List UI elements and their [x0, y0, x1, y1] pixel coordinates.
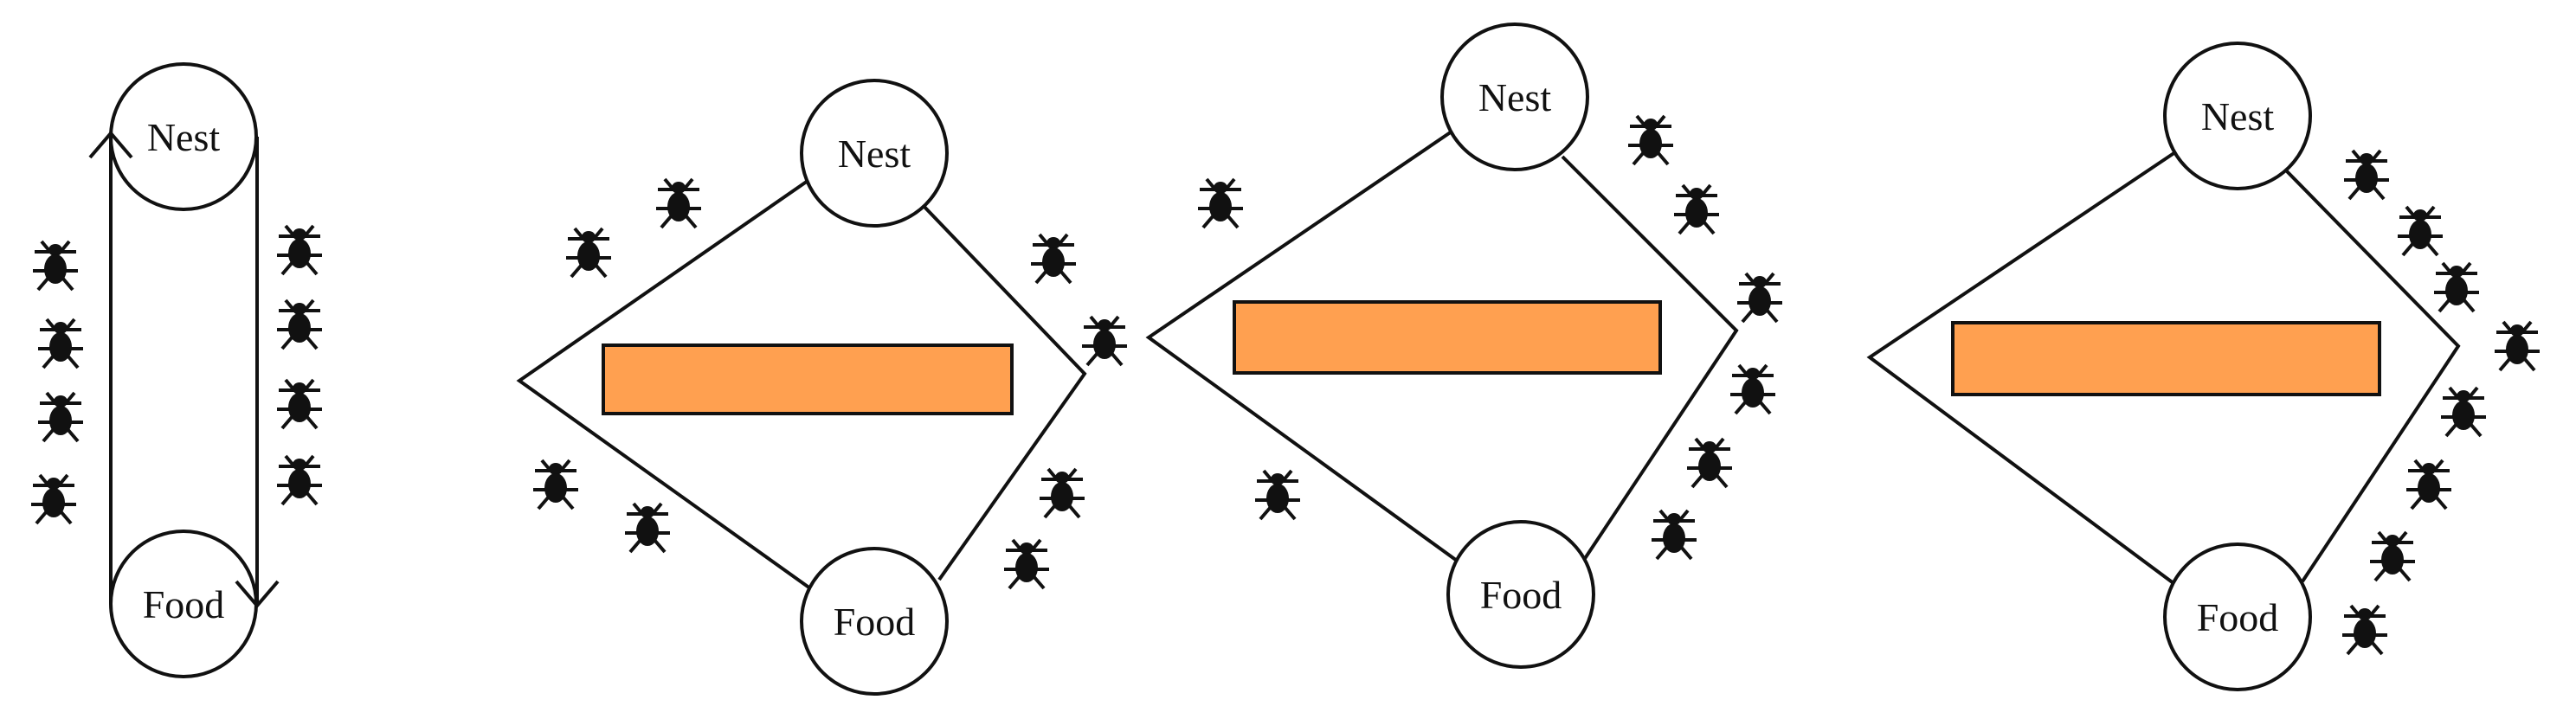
ant-icon: [2405, 459, 2453, 510]
ant-icon: [36, 391, 85, 443]
ant-icon: [2439, 386, 2488, 438]
ant-icon: [2341, 604, 2389, 656]
ant-icon: [36, 318, 85, 369]
ant-icon: [1029, 233, 1078, 285]
ant-icon: [1736, 272, 1784, 324]
nest-label: Nest: [2201, 94, 2275, 138]
food-node: [2163, 542, 2312, 691]
panel-2: Nest Food: [516, 79, 1129, 696]
nest-label: Nest: [1478, 75, 1552, 119]
path-edge: [2285, 170, 2461, 583]
path-edge: [920, 202, 1087, 581]
ant-icon: [1253, 469, 1302, 521]
food-node: [1446, 520, 1595, 669]
obstacle-block: [1233, 300, 1662, 375]
nest-node: [1440, 22, 1589, 171]
path-edge: [516, 177, 812, 590]
ant-icon: [275, 224, 324, 276]
ant-icon: [1685, 437, 1734, 489]
path-edge: [1561, 155, 1739, 564]
ant-icon: [1626, 114, 1675, 166]
nest-node: [800, 79, 949, 228]
ant-icon: [1650, 509, 1698, 561]
obstacle-block: [1951, 321, 2381, 396]
food-node: [800, 547, 949, 696]
ant-icon: [2493, 320, 2541, 372]
path-edge: [1866, 149, 2182, 590]
ant-icon: [1672, 183, 1721, 235]
panel-1: Nest Food: [29, 62, 324, 678]
ant-icon: [1038, 467, 1086, 519]
panel-4: Nest Food: [1866, 42, 2541, 691]
ant-icon: [2432, 261, 2481, 313]
ant-icon: [1729, 363, 1777, 415]
ant-icon: [275, 299, 324, 350]
ant-icon: [2396, 205, 2444, 257]
ant-icon: [275, 454, 324, 506]
nest-label: Nest: [838, 132, 911, 176]
nest-node: [2163, 42, 2312, 190]
ant-icon: [29, 473, 78, 525]
ant-icon: [2342, 149, 2391, 201]
ant-icon: [31, 240, 80, 292]
food-label: Food: [834, 600, 916, 644]
panel-3: Nest Food: [1145, 22, 1784, 669]
nest-node: [109, 62, 258, 211]
arrowhead-icon: [88, 130, 133, 159]
ant-icon: [564, 227, 613, 279]
ant-icon: [623, 502, 672, 554]
ant-icon: [1196, 177, 1245, 229]
obstacle-block: [602, 343, 1014, 415]
ant-icon: [531, 459, 580, 510]
ant-icon: [2368, 530, 2417, 582]
food-label: Food: [2197, 595, 2279, 639]
arrowhead-icon: [235, 580, 280, 609]
path-edge: [1145, 128, 1465, 567]
ant-icon: [1080, 315, 1129, 367]
food-label: Food: [1480, 573, 1562, 617]
nest-label: Nest: [147, 115, 221, 159]
ant-icon: [275, 378, 324, 430]
ant-icon: [654, 177, 703, 229]
food-label: Food: [143, 582, 225, 626]
ant-icon: [1002, 538, 1051, 590]
